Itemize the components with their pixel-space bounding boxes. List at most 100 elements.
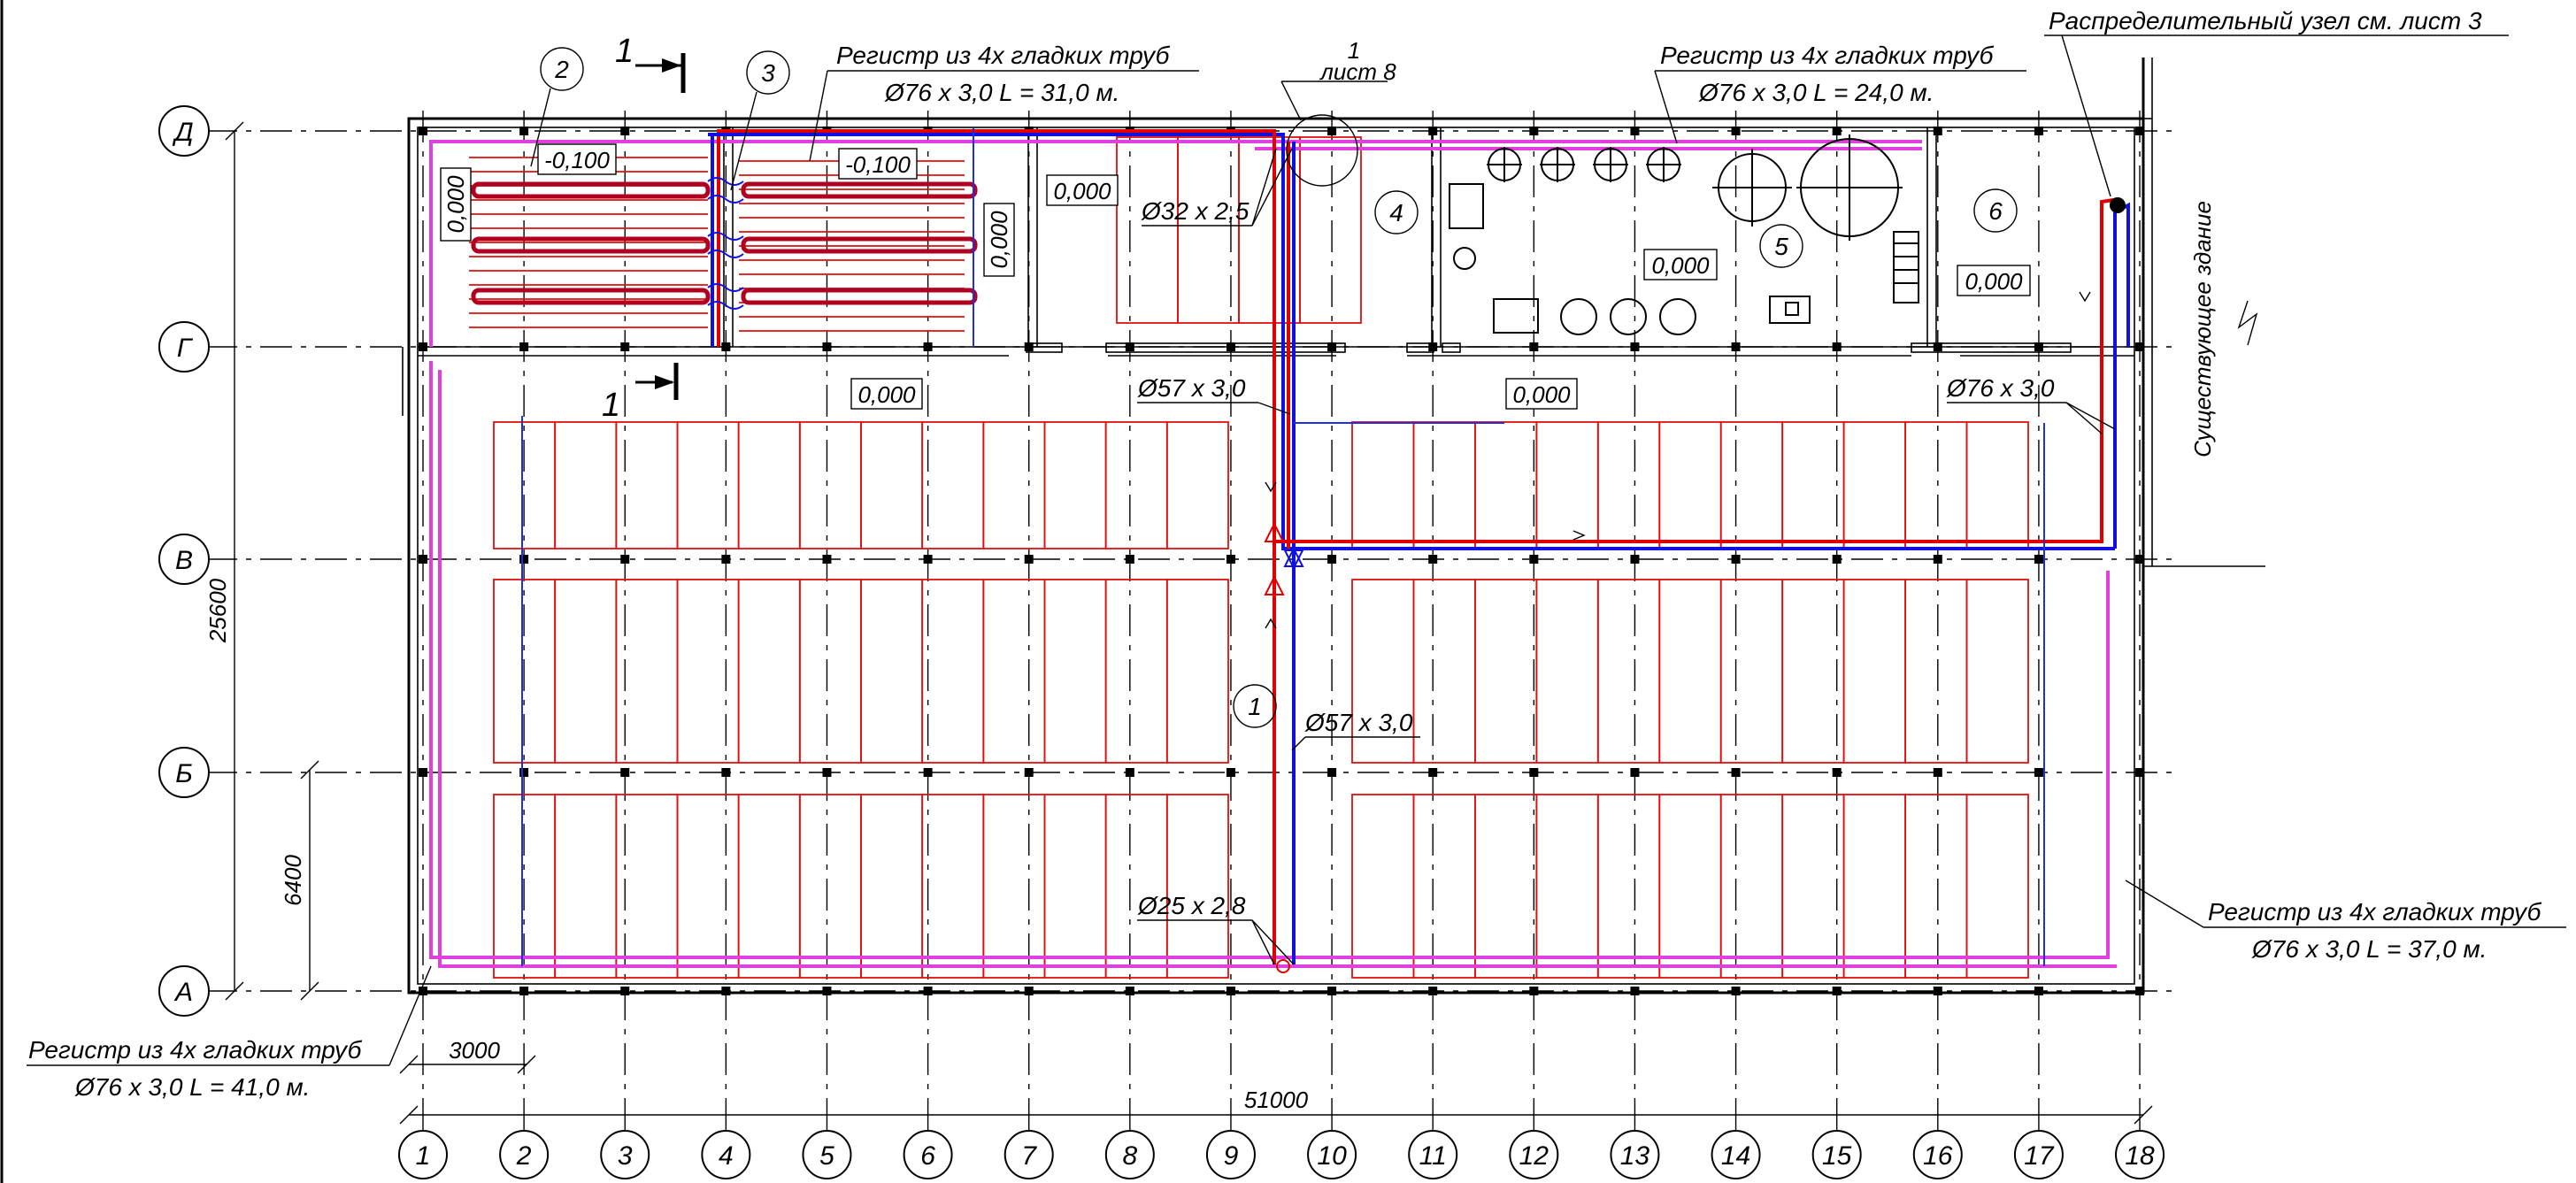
column [1630, 768, 1640, 777]
column [1731, 127, 1741, 135]
axis-marker-1 [158, 105, 210, 157]
heating-loop [798, 421, 862, 549]
heating-loop [860, 579, 924, 764]
axis-number-marker-18 [2115, 1130, 2165, 1179]
column [1428, 987, 1438, 995]
column [519, 555, 529, 564]
equipment [1449, 134, 1919, 335]
column [1428, 127, 1438, 135]
axis-letter-5: А [173, 978, 193, 1007]
heating-loop [1412, 421, 1476, 549]
heating-loop [554, 421, 618, 549]
column [1125, 987, 1134, 995]
column [1226, 768, 1235, 777]
callout-top-right-title: Регистр из 4х гладких труб [1660, 42, 1995, 69]
column [1832, 987, 1842, 995]
column [519, 342, 529, 351]
column [1731, 342, 1741, 351]
axis-number-4: 4 [719, 1141, 734, 1171]
column [2034, 987, 2043, 995]
axis-number-marker-13 [1610, 1130, 1660, 1179]
column [2034, 768, 2043, 777]
heating-loop [1351, 794, 1415, 979]
axis-number-marker-4 [701, 1130, 751, 1179]
axis-number-14: 14 [1721, 1141, 1750, 1171]
section-marks: 1 1 [602, 33, 686, 424]
heating-loop [1596, 421, 1661, 549]
level-room-3: -0,100 [845, 151, 911, 178]
level-marks: -0,100 -0,100 0,000 0,000 0,000 0,000 0,… [440, 143, 2031, 410]
axis-number-11: 11 [1419, 1141, 1447, 1171]
heating-loop [1904, 794, 1968, 979]
axis-number-marker-12 [1509, 1130, 1559, 1179]
level-room-3-vertical: 0,000 [986, 211, 1012, 269]
column [2135, 768, 2145, 777]
heating-loop [982, 579, 1046, 764]
radiator-register [741, 181, 978, 199]
callouts: Регистр из 4х гладких труб Ø76 x 3,0 L =… [27, 7, 2566, 1101]
supply-return-pipes [521, 128, 2130, 973]
axis-number-18: 18 [2125, 1141, 2155, 1171]
heating-loop [921, 579, 985, 764]
heating-loop [1965, 579, 2029, 764]
callout-bottom-right-spec: Ø76 x 3,0 L = 37,0 м. [2251, 935, 2487, 963]
heating-loop [1781, 794, 1845, 979]
axis-marker-3 [158, 534, 210, 585]
heating-loop [1719, 421, 1784, 549]
connector [707, 283, 744, 292]
axis-number-13: 13 [1620, 1141, 1650, 1171]
heating-loop [1535, 579, 1599, 764]
heating-loop [737, 794, 801, 979]
heating-loop [1781, 421, 1845, 549]
heating-loop [921, 421, 985, 549]
callout-top-left-title: Регистр из 4х гладких труб [836, 42, 1171, 69]
axis-marker-2 [158, 321, 210, 373]
heating-loop [1104, 421, 1168, 549]
column [822, 342, 832, 351]
axis-number-7: 7 [1021, 1141, 1037, 1171]
axis-number-10: 10 [1317, 1141, 1347, 1171]
heating-loop [676, 794, 740, 979]
column [1731, 555, 1741, 564]
heating-loop [1842, 421, 1906, 549]
column [1933, 987, 1942, 995]
column [2034, 342, 2043, 351]
column [1024, 987, 1034, 995]
room-4: 4 [1389, 199, 1403, 227]
registers [429, 140, 2117, 968]
column [419, 555, 427, 564]
column [519, 127, 529, 135]
axis-number-8: 8 [1122, 1141, 1137, 1171]
column [822, 768, 832, 777]
column [620, 127, 630, 135]
section-mark-bottom: 1 [602, 387, 620, 424]
heating-loop [1165, 794, 1229, 979]
axis-number-marker-15 [1811, 1130, 1862, 1179]
heating-loop [1658, 421, 1722, 549]
column [1731, 768, 1741, 777]
column [1832, 127, 1842, 135]
axis-number-marker-8 [1104, 1130, 1155, 1179]
axis-number-marker-1 [398, 1130, 448, 1179]
axis-number-marker-11 [1408, 1130, 1458, 1179]
axis-number-marker-2 [499, 1130, 550, 1179]
connector [707, 301, 744, 310]
axis-number-marker-9 [1205, 1130, 1256, 1179]
heating-loop [1535, 794, 1599, 979]
column [1327, 127, 1337, 135]
heating-loop [860, 421, 924, 549]
pipe-label-d32: Ø32 x 2,5 [1141, 197, 1250, 225]
column [1428, 768, 1438, 777]
column [1832, 555, 1842, 564]
heating-loop [798, 794, 862, 979]
axis-number-marker-3 [600, 1130, 650, 1179]
axis-letter-2: Г [177, 334, 194, 363]
level-room-2-vertical: 0,000 [442, 175, 469, 234]
heating-loop [1043, 579, 1107, 764]
heating-loop [1165, 579, 1229, 764]
section-mark-top: 1 [615, 33, 634, 70]
column [822, 987, 832, 995]
column [1529, 987, 1539, 995]
column [923, 768, 933, 777]
